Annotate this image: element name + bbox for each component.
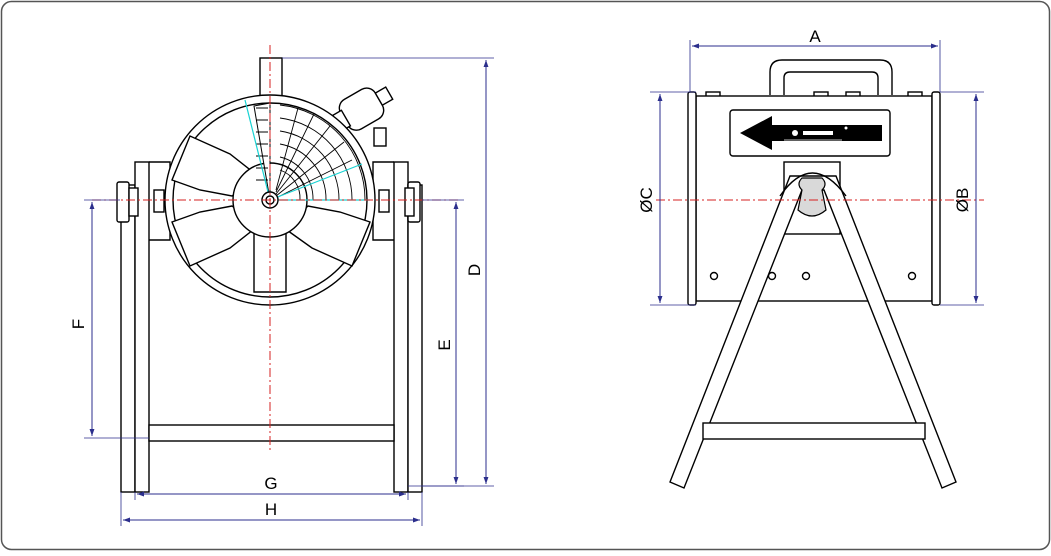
guard-highlight-left <box>244 99 271 201</box>
dimension-g-label: G <box>264 474 277 493</box>
front-crossbar <box>148 424 395 442</box>
fan-guard-detail <box>244 99 370 201</box>
guard-highlight-diagonal <box>269 163 363 201</box>
terminal-box <box>331 86 394 132</box>
carry-handle-outer <box>769 59 893 95</box>
right-pivot-boss <box>378 189 390 213</box>
dimension-c-label: ØC <box>637 187 656 213</box>
front-view <box>92 45 460 493</box>
right-flange <box>931 91 941 306</box>
left-pivot-knob[interactable] <box>116 181 130 223</box>
left-flange <box>687 91 697 306</box>
fan-blades <box>171 135 371 293</box>
dimension-e-label: E <box>435 339 454 350</box>
dimension-d-label: D <box>465 264 484 276</box>
tilt-lock-knob[interactable] <box>797 177 827 217</box>
dimension-a-label: A <box>809 27 821 46</box>
side-dimensions: A ØC ØB <box>637 27 984 306</box>
blade-upper-left <box>171 135 260 197</box>
label-logo-icon <box>792 130 798 136</box>
carry-handle-inner <box>783 71 879 95</box>
dimension-f-label: F <box>69 319 88 329</box>
dimension-b-label: ØB <box>953 188 972 213</box>
a-frame-apex <box>779 172 847 197</box>
front-dimensions: D E F G H <box>69 57 494 526</box>
left-pivot-boss <box>153 189 165 213</box>
front-right-leg-outer <box>407 184 423 493</box>
a-frame-stand <box>669 175 957 489</box>
side-view <box>656 59 984 489</box>
dimension-h-label: H <box>265 500 277 519</box>
label-brand-mark <box>803 131 833 135</box>
left-pivot-washer <box>128 187 139 217</box>
a-frame-crossbar <box>702 422 926 440</box>
front-left-leg-outer <box>120 184 136 493</box>
blade-lower-right <box>282 205 371 267</box>
right-pivot-washer <box>404 187 415 217</box>
cable-gland <box>373 127 387 147</box>
